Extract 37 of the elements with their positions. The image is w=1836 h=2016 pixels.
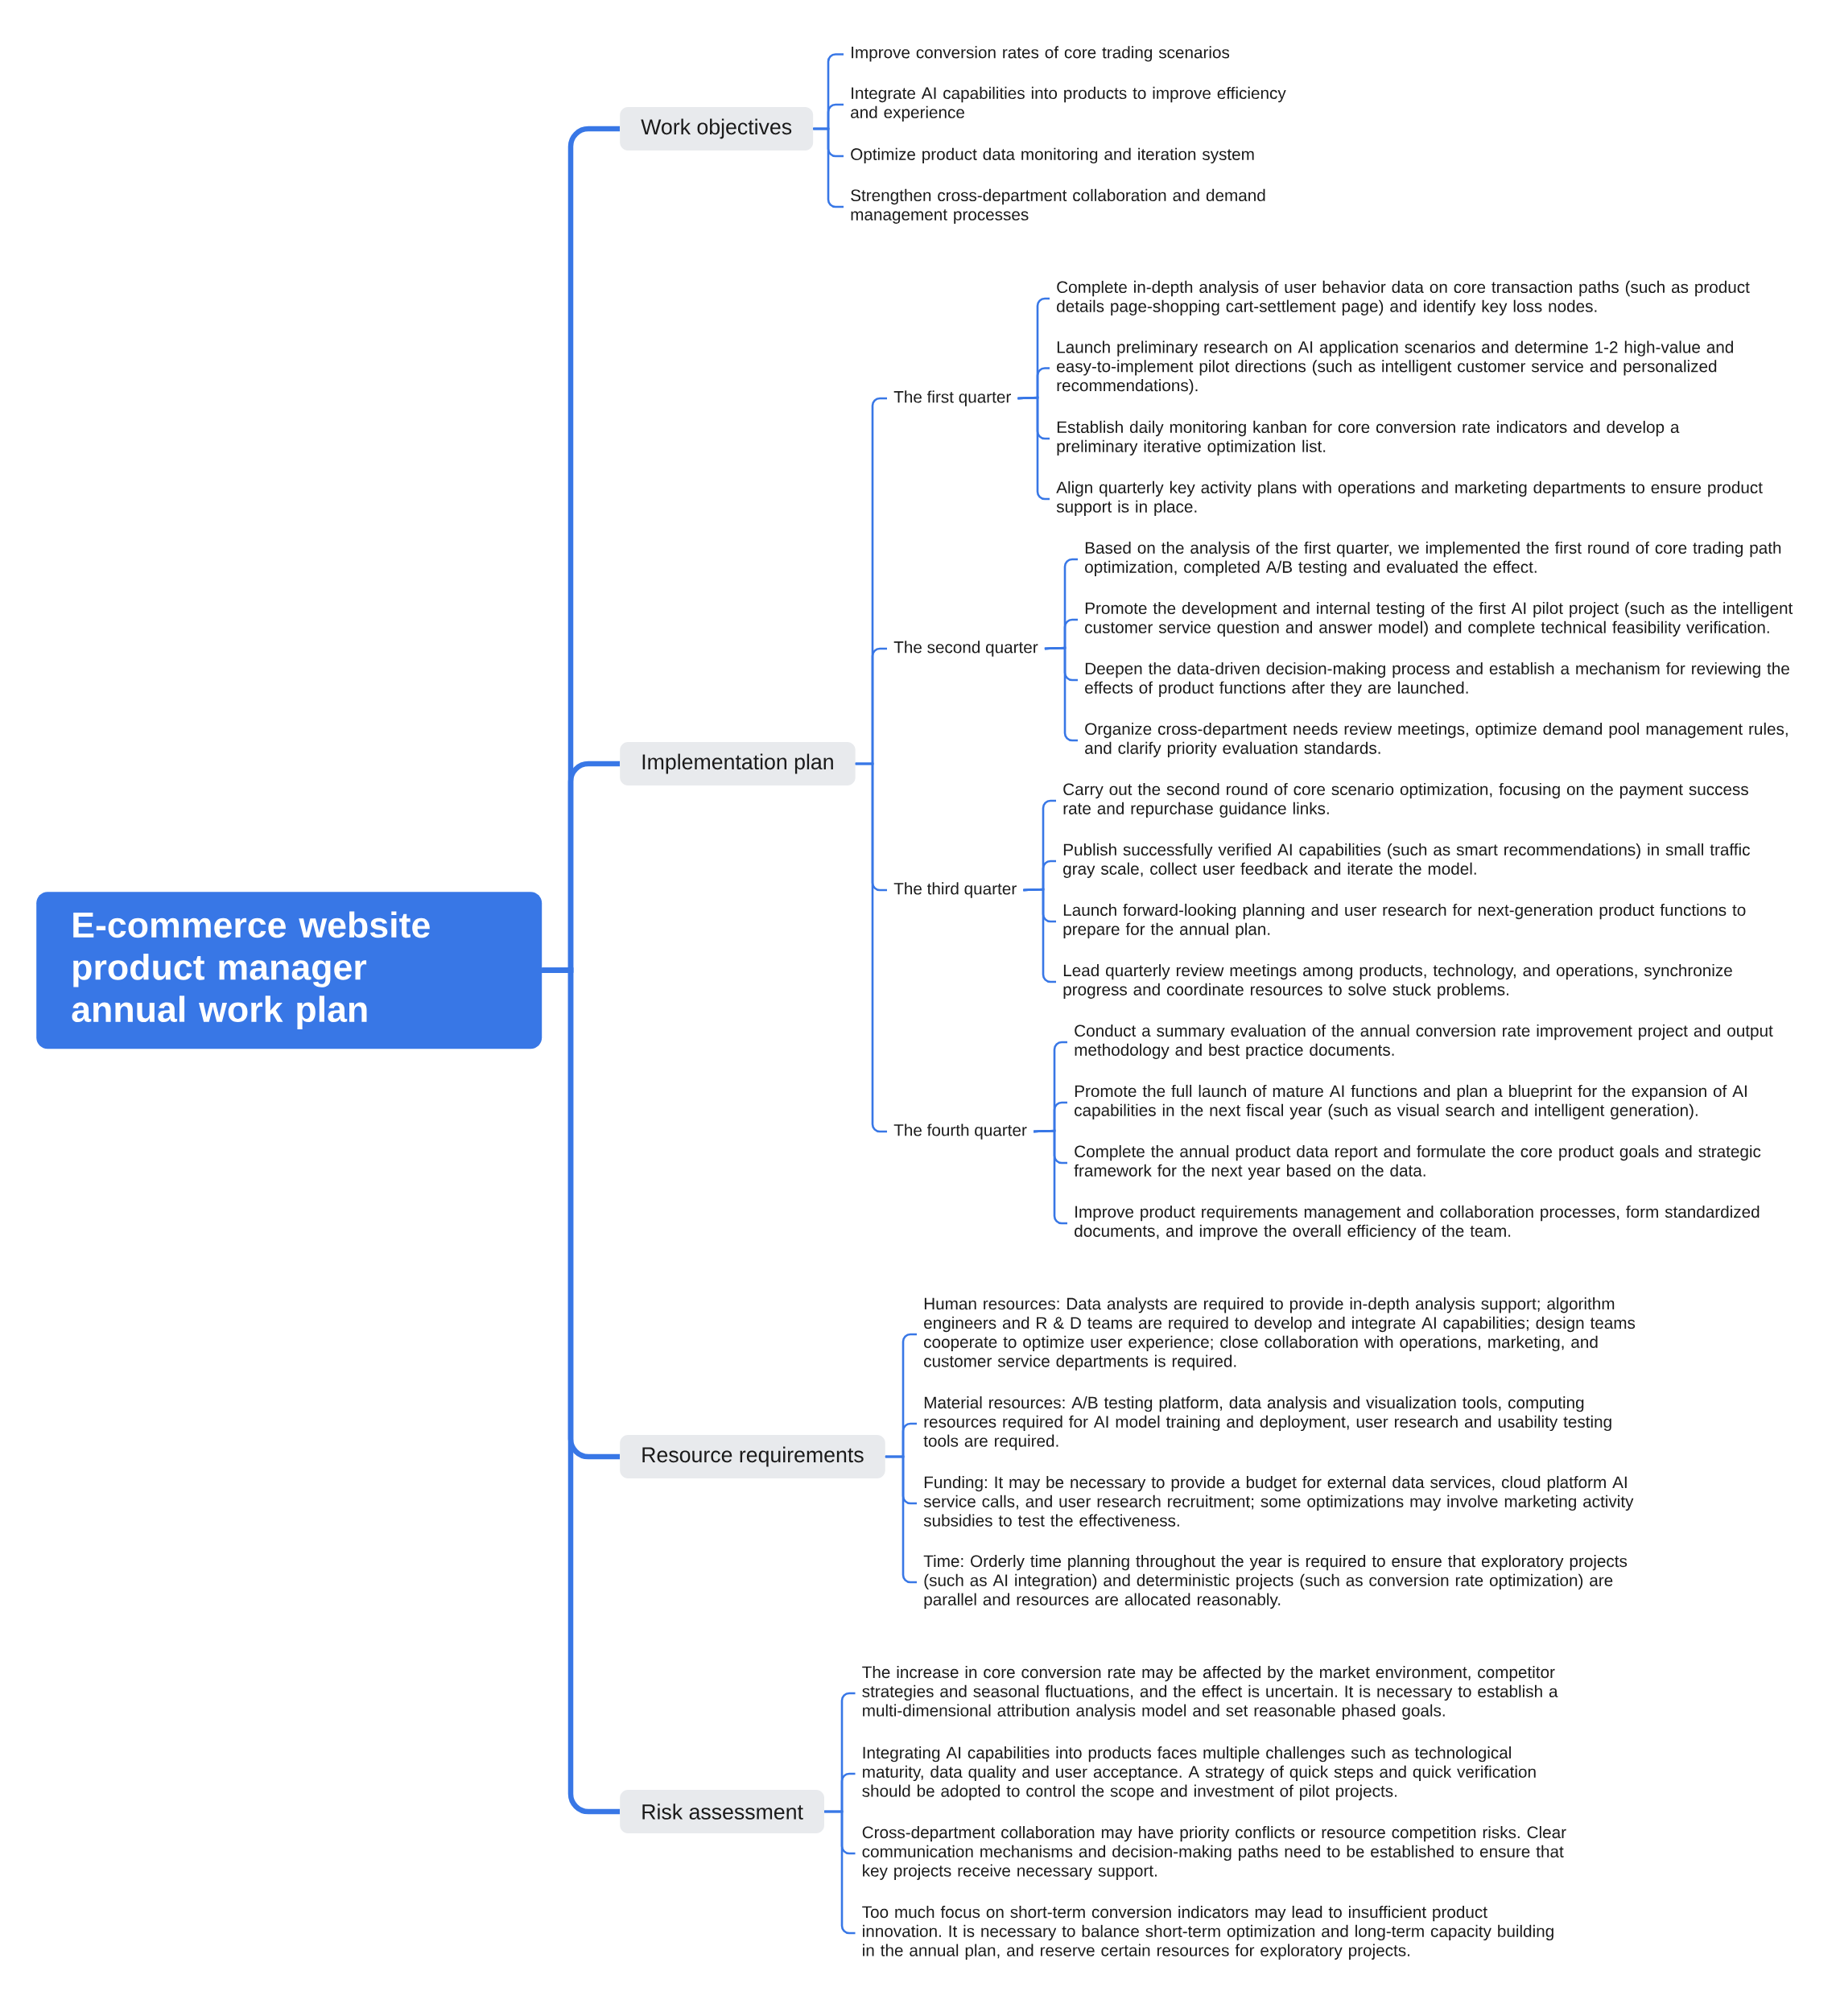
subtopic-text: The fourth quarter xyxy=(893,1123,1027,1140)
item-text: Integrating AI capabilities into products faces multiple challenges such as technological maturity, data quality and user acceptance. A strategy of quick steps and quick verification should be adopted to control the scope and investment of pilot projects. xyxy=(862,1746,1536,1800)
item-text: Launch forward-looking planning and user research for next-generation product functions to prepare for the annual plan. xyxy=(1063,903,1746,938)
subtopic-text: The second quarter xyxy=(893,641,1038,657)
item-text: Organize cross-department needs review meetings, optimize demand pool management rules, and clarify priority evaluation standards. xyxy=(1085,722,1788,757)
item-text: Strengthen cross-department collaboration and demand management processes xyxy=(851,188,1265,224)
topic-box: Work objectives xyxy=(620,107,814,150)
item-text: Lead quarterly review meetings among products, technology, and operations, synchronize progress and coordinate resources to solve stuck problems. xyxy=(1063,963,1732,999)
item-text: Promote the full launch of mature AI functions and plan a blueprint for the expansion of AI capabilities in the next fiscal year (such as visual search and intelligent generation). xyxy=(1075,1084,1747,1119)
item-text: Promote the development and internal testing of the first AI pilot project (such as the intelligent customer service question and answer model) and complete technical feasibility verification. xyxy=(1085,601,1793,637)
item-text: Funding: It may be necessary to provide a budget for external data services, cloud platform AI service calls, and user research recruitment; some optimizations may involve marketing activity subsidies to test the effectiveness. xyxy=(923,1476,1634,1527)
subtopic-text: The third quarter xyxy=(893,882,1017,898)
item-text: Optimize product data monitoring and iteration system xyxy=(851,147,1254,164)
item-text: Cross-department collaboration may have priority conflicts or resource competition risks. Clear communication mechanisms and decision-making paths need to be established to ensure that key projects receive necessary support. xyxy=(862,1826,1566,1880)
item-text: The increase in core conversion rate may be affected by the market environment, competitor strategies and seasonal fluctuations, and the effect is uncertain. It is necessary to establish a multi-dimensional attribution analysis model and set reasonable phased goals. xyxy=(862,1666,1558,1720)
topic-box: Resource requirements xyxy=(620,1435,885,1478)
item-text: Align quarterly key activity plans with operations and marketing departments to ensure product support is in place. xyxy=(1056,480,1763,516)
item-text: Improve product requirements management and collaboration processes, form standardized documents, and improve the overall efficiency of the team. xyxy=(1075,1205,1760,1240)
item-text: Conduct a summary evaluation of the annual conversion rate improvement project and output methodology and best practice documents. xyxy=(1075,1024,1773,1059)
item-text: Deepen the data-driven decision-making process and establish a mechanism for reviewing the effects of product functions after they are launched. xyxy=(1085,662,1789,697)
item-text: Establish daily monitoring kanban for core conversion rate indicators and develop a preliminary iterative optimization list. xyxy=(1057,420,1680,456)
item-text: Complete in-depth analysis of user behavior data on core transaction paths (such as product details page-shopping cart-settlement page) and identify key loss nodes. xyxy=(1057,280,1750,315)
item-text: Human resources: Data analysts are required to provide in-depth analysis support; algorithm engineers and R & D teams are required to develop and integrate AI capabilities; design teams cooperate to optimize user experience; close collaboration with operations, marketing, and customer service departments is required. xyxy=(924,1297,1636,1371)
item-text: Based on the analysis of the first quarter, we implemented the first round of core trading path optimization, completed A/B testing and evaluated the effect. xyxy=(1085,541,1781,576)
item-text: Material resources: A/B testing platform, data analysis and visualization tools, computing resources required for AI model training and deployment, user research and usability testing tools are required. xyxy=(923,1396,1611,1450)
item-text: Time: Orderly time planning throughout the year is required to ensure that exploratory projects (such as AI integration) and deterministic projects (such as conversion rate optimization) are parallel and resources are allocated reasonably. xyxy=(923,1555,1628,1609)
item-text: Publish successfully verified AI capabilities (such as smart recommendations) in small traffic gray scale, collect user feedback and iterate the model. xyxy=(1063,843,1750,878)
topic-box: Implementation plan xyxy=(620,742,856,785)
item-text: Too much focus on short-term conversion indicators may lead to insufficient product innovation. It is necessary to balance short-term optimization and long-term capacity building in the annual plan, and reserve certain resources for exploratory projects. xyxy=(862,1906,1553,1960)
item-text: Integrate AI capabilities into products to improve efficiency and experience xyxy=(851,86,1286,122)
subtopic-text: The first quarter xyxy=(893,390,1011,406)
item-text: Improve conversion rates of core trading scenarios xyxy=(852,46,1230,62)
item-text: Complete the annual product data report and formulate the core product goals and strategic framework for the next year based on the data. xyxy=(1074,1144,1761,1180)
item-text: Launch preliminary research on AI application scenarios and determine 1-2 high-value and easy-to-implement pilot directions (such as intelligent customer service and personalized recommendations). xyxy=(1057,340,1733,395)
central-topic-box: E-commerce website product manager annual work plan xyxy=(36,892,543,1049)
item-text: Carry out the second round of core scenario optimization, focusing on the payment success rate and repurchase guidance links. xyxy=(1063,782,1748,818)
topic-box: Risk assessment xyxy=(620,1790,824,1834)
